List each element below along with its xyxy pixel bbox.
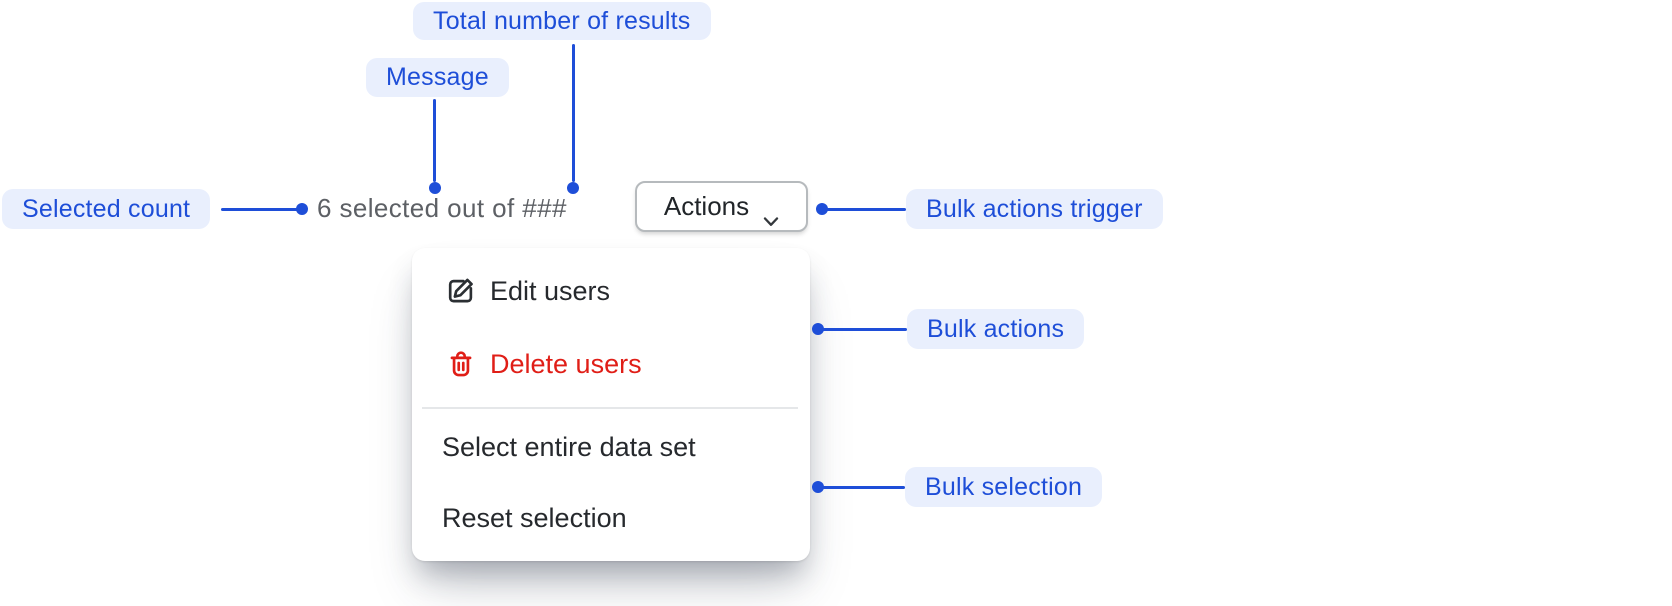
menu-item-reset-selection[interactable]: Reset selection [412, 494, 810, 542]
bulk-actions-menu: Edit users Delete users Select entire da… [412, 248, 810, 561]
connector-dot [812, 481, 824, 493]
callout-bulk-actions: Bulk actions [907, 309, 1085, 349]
callout-label: Bulk actions trigger [926, 194, 1143, 223]
callout-total-number-of-results: Total number of results [413, 2, 711, 40]
callout-label: Message [386, 63, 489, 91]
connector-dot [296, 203, 308, 215]
bulk-actions-trigger-button[interactable]: Actions [635, 181, 808, 232]
menu-item-label: Select entire data set [442, 431, 696, 462]
chevron-down-icon [763, 203, 779, 226]
trash-icon [445, 348, 477, 380]
callout-label: Bulk actions [927, 314, 1065, 343]
callout-label: Bulk selection [925, 472, 1083, 501]
menu-item-label: Delete users [490, 348, 642, 379]
menu-item-delete-users[interactable]: Delete users [412, 340, 810, 388]
connector-line [822, 328, 907, 331]
connector-line [572, 44, 575, 182]
callout-message: Message [366, 58, 509, 97]
callout-label: Total number of results [433, 6, 691, 35]
callout-bulk-selection: Bulk selection [905, 467, 1103, 507]
connector-line [826, 208, 906, 211]
menu-divider [422, 407, 798, 409]
menu-item-label: Reset selection [442, 502, 627, 533]
connector-line [822, 486, 905, 489]
connector-line [433, 99, 436, 182]
callout-selected-count: Selected count [2, 189, 211, 229]
connector-line [221, 208, 298, 211]
menu-item-edit-users[interactable]: Edit users [412, 267, 810, 315]
connector-dot [429, 182, 441, 194]
connector-dot [812, 323, 824, 335]
menu-item-label: Edit users [490, 275, 611, 306]
callout-label: Selected count [22, 194, 191, 223]
connector-dot [567, 182, 579, 194]
actions-button-label: Actions [663, 191, 750, 221]
edit-icon [445, 275, 477, 307]
selection-status-text: 6 selected out of ### [317, 193, 567, 223]
menu-item-select-entire-data-set[interactable]: Select entire data set [412, 423, 810, 471]
connector-dot [816, 203, 828, 215]
callout-bulk-actions-trigger: Bulk actions trigger [906, 189, 1163, 229]
